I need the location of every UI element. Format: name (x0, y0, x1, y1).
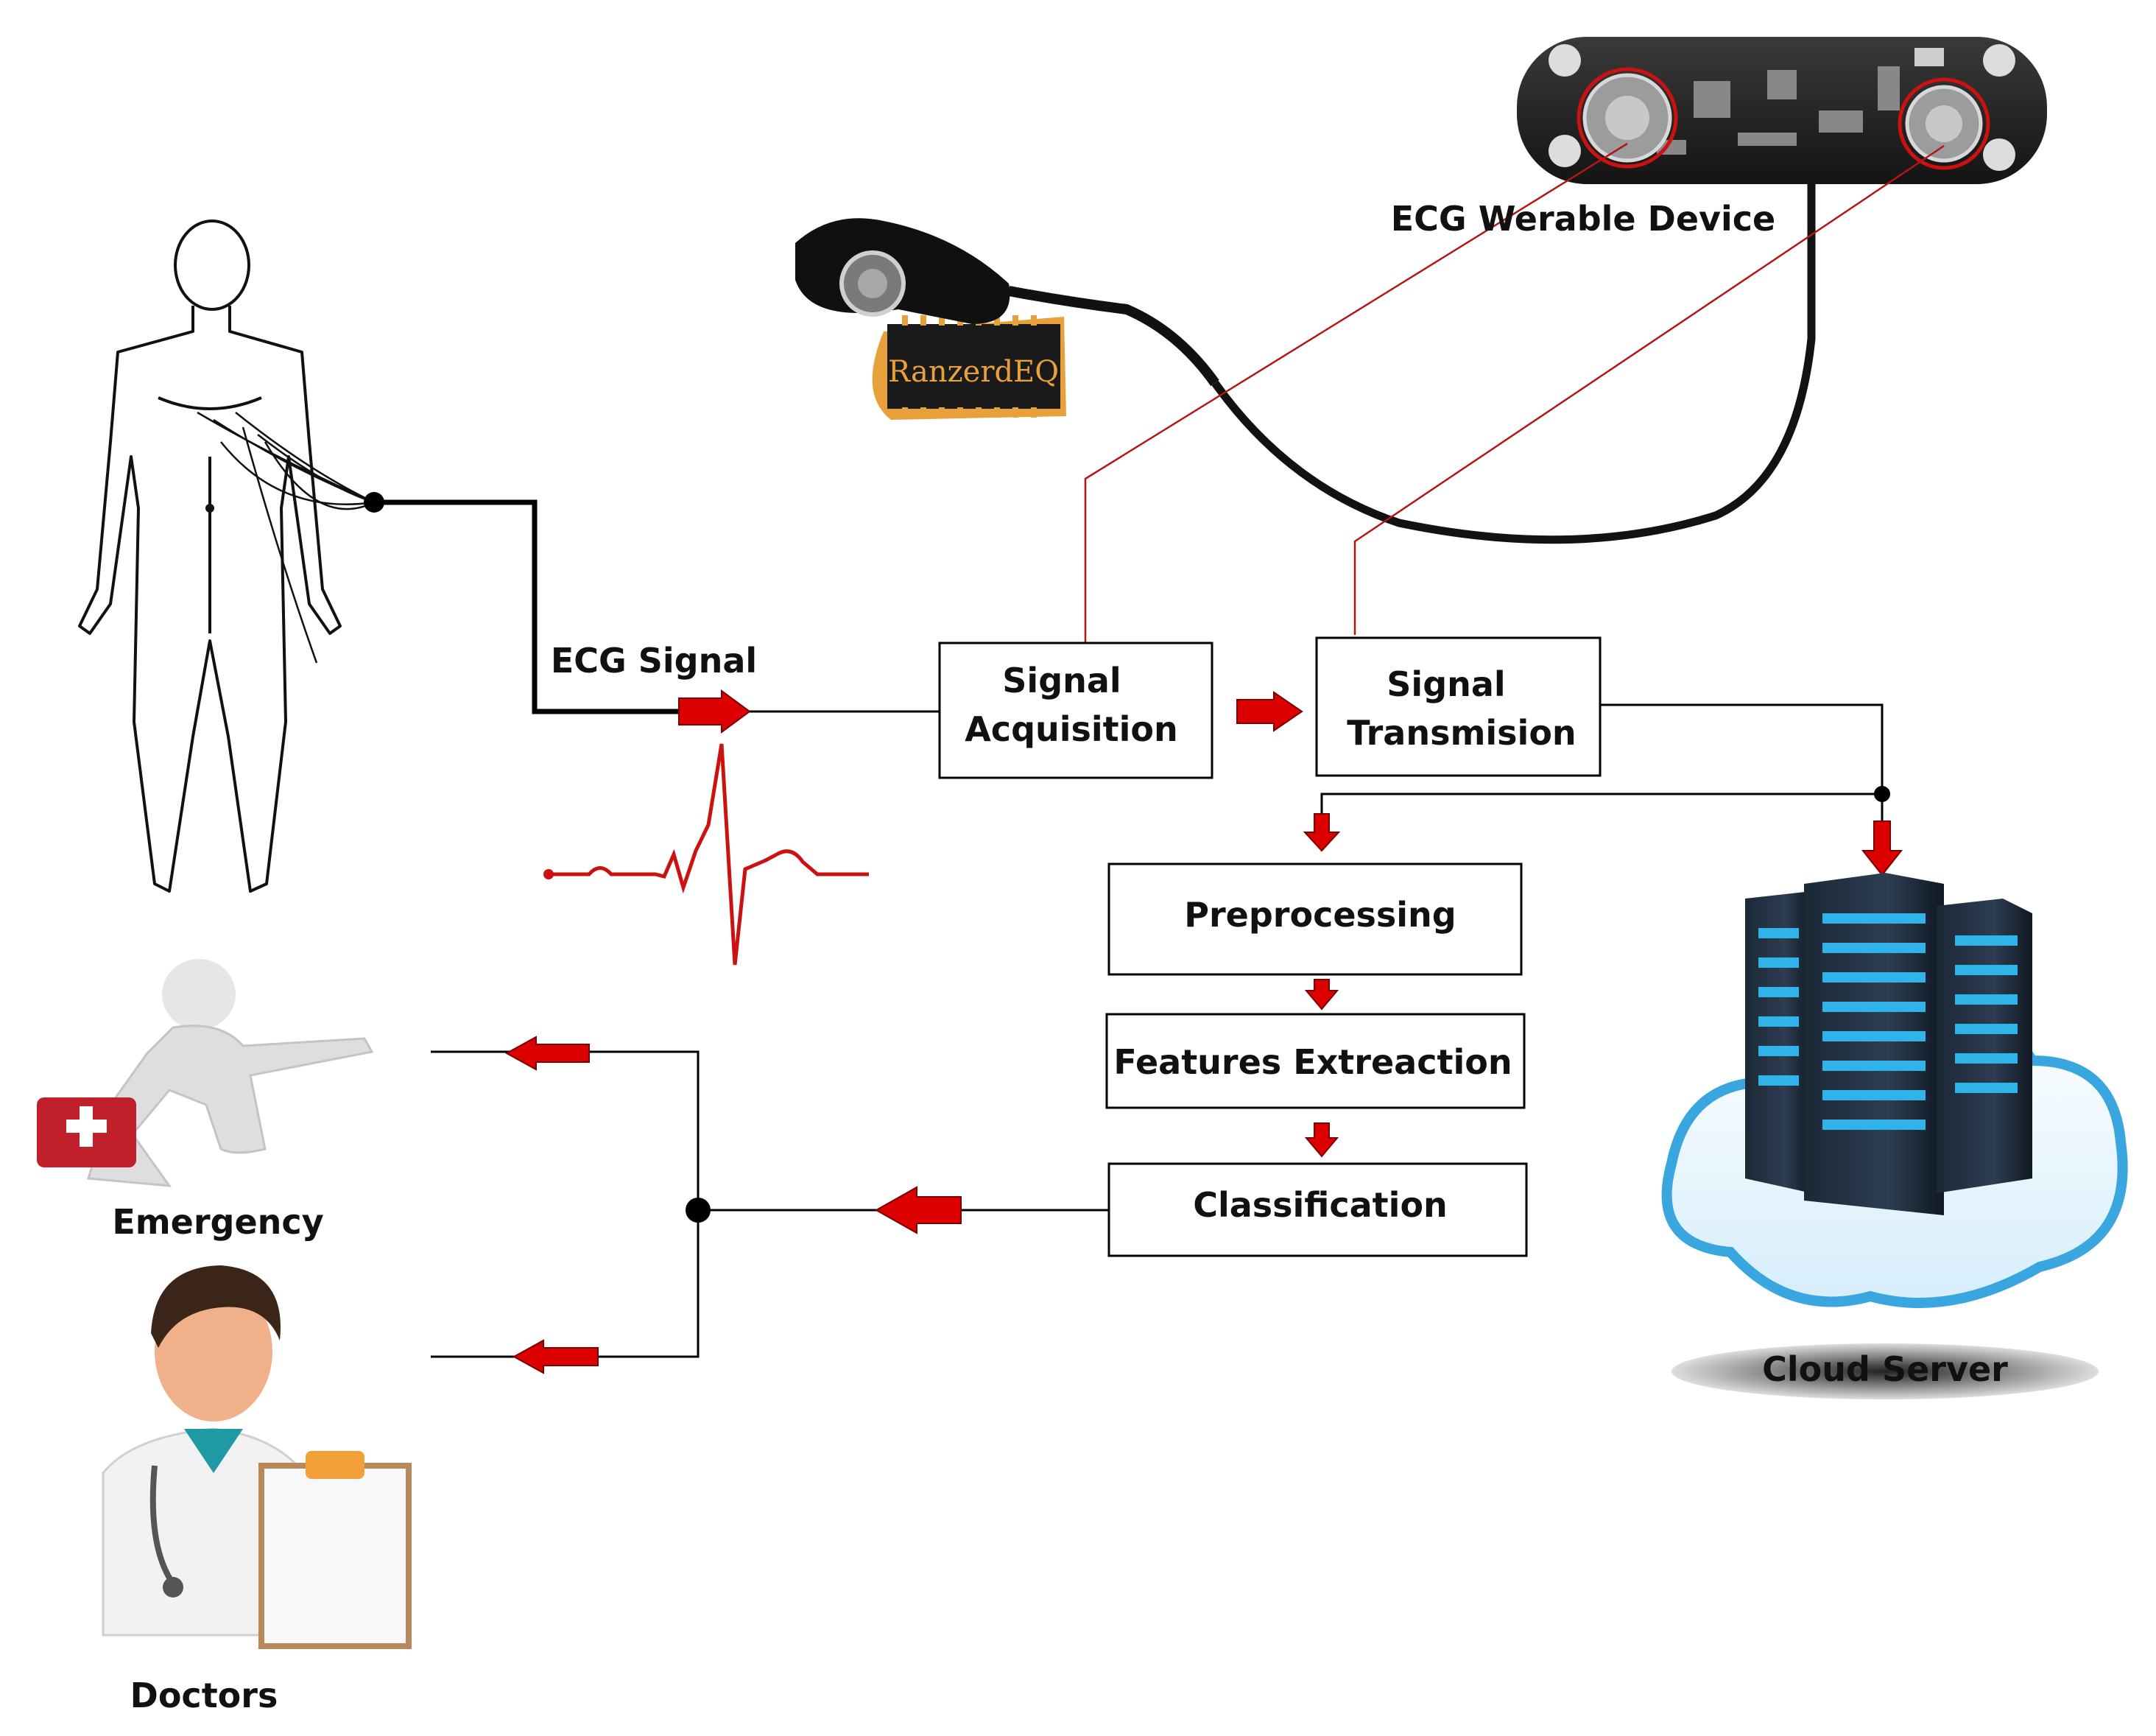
preprocessing-box (1107, 862, 1523, 976)
junction-to-emergency-line (431, 1050, 700, 1210)
signal-acquisition-box (938, 642, 1213, 779)
preprocessing-label: Preprocessing (1184, 895, 1456, 935)
arrow-left-doctors (512, 1339, 599, 1374)
signal-transmission-label: Signal Transmision (1347, 664, 1576, 753)
body-electrode-wires (197, 411, 375, 664)
doctor-icon (102, 1265, 412, 1649)
electrode-cable (1211, 177, 1816, 544)
server-rack-icon (1745, 873, 2032, 1215)
classification-label: Classification (1193, 1185, 1448, 1225)
body-to-signal-line (374, 499, 685, 714)
ecg-signal-label: ECG Signal (551, 641, 757, 681)
cloud-server-label: Cloud Server (1762, 1349, 2008, 1389)
signal-transmission-box (1315, 636, 1602, 777)
leader-line-acquisition (1084, 142, 1628, 643)
features-label: Features Extreaction (1113, 1042, 1512, 1082)
arrow-pre-to-features (1304, 979, 1339, 1011)
arrow-left-emergency (504, 1036, 590, 1071)
arrow-left-output (874, 1186, 962, 1234)
cloud-shadow (1671, 1343, 2099, 1399)
ecg-trace-start-dot (543, 869, 554, 879)
device-label: ECG Werable Device (1391, 199, 1776, 239)
ecg-trace (549, 743, 869, 966)
leader-line-transmission (1353, 144, 1945, 635)
signal-arrow-1 (678, 689, 751, 734)
ecg-board-icon (1517, 37, 2047, 184)
arrow-features-to-class (1304, 1122, 1339, 1158)
doctors-label: Doctors (130, 1676, 278, 1715)
arrow-down-preprocessing (1303, 813, 1341, 852)
transmission-routing-line (1600, 703, 1884, 794)
split-to-preprocessing-line (1320, 793, 1882, 818)
signal-acquisition-label: Signal Acquisition (965, 661, 1178, 749)
acq-to-trans-arrow (1236, 691, 1303, 732)
electrode-brand-text: RanzerdEQ (888, 355, 1059, 389)
junction-to-doctors-line (431, 1210, 700, 1358)
emergency-label: Emergency (112, 1202, 323, 1242)
paramedic-icon (37, 959, 374, 1187)
features-box (1105, 1013, 1526, 1109)
ecg-electrode-icon: RanzerdEQ (795, 218, 1219, 420)
arrow-down-cloud (1861, 820, 1903, 876)
human-body-outline-icon (78, 219, 342, 893)
